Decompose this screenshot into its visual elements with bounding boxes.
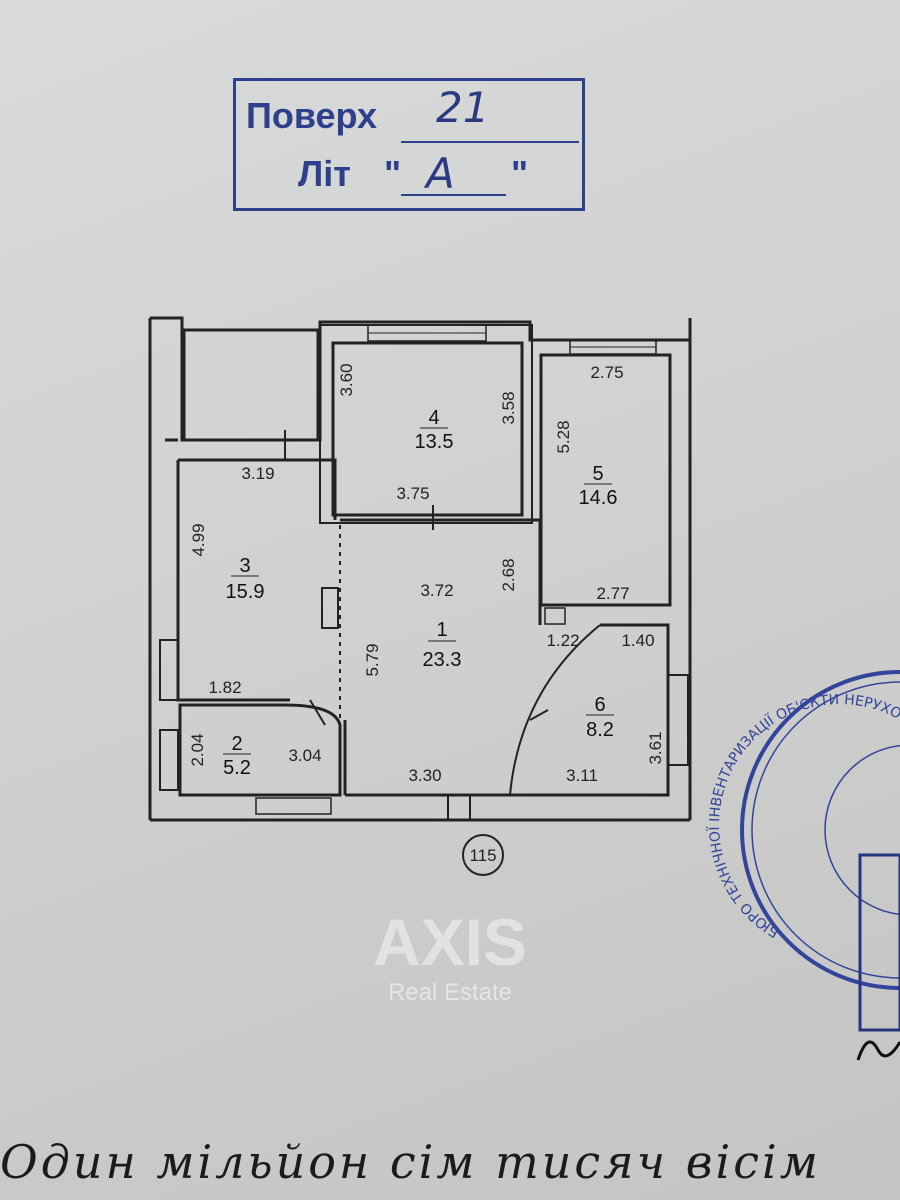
room-3-number: 3	[239, 555, 250, 577]
seal-text: БЮРО ТЕХНІЧНОЇ ІНВЕНТАРИЗАЦІЇ ОБ'ЄКТИ НЕ…	[0, 0, 900, 940]
seal-outer-ring	[740, 670, 900, 990]
dim: 2.68	[499, 558, 518, 591]
room-1-area: 23.3	[423, 649, 462, 671]
dimensions: 3.60 3.58 2.75 5.28 3.19 3.75 4.99 3.72 …	[188, 363, 665, 785]
dim: 2.75	[590, 363, 623, 382]
letter-label: Літ	[298, 153, 351, 194]
dim: 1.40	[621, 631, 654, 650]
room-4-number: 4	[428, 407, 439, 429]
dim: 4.99	[189, 523, 208, 556]
room-2-area: 5.2	[223, 757, 251, 779]
dim: 2.77	[596, 584, 629, 603]
dim: 3.19	[241, 464, 274, 483]
floor-value: 21	[436, 83, 490, 132]
dim: 3.58	[499, 391, 518, 424]
room-2-number: 2	[231, 733, 242, 755]
room-labels: 4 13.5 5 14.6 3 15.9 1 23.3 6 8.2 2 5.2	[223, 407, 617, 779]
dim: 3.72	[420, 581, 453, 600]
room-5-number: 5	[592, 463, 603, 485]
dim: 3.11	[566, 766, 598, 785]
watermark-brand: AXIS	[373, 905, 527, 979]
official-seal: БЮРО ТЕХНІЧНОЇ ІНВЕНТАРИЗАЦІЇ ОБ'ЄКТИ НЕ…	[0, 0, 900, 1061]
watermark-sub: Real Estate	[388, 979, 512, 1006]
quote-close: "	[511, 153, 529, 194]
handwritten-amount: Один мільйон сім тисяч вісім	[0, 1135, 821, 1189]
quote-open: "	[384, 153, 402, 194]
dim: 3.60	[337, 363, 356, 396]
dim: 2.04	[188, 733, 207, 766]
floor-underline	[401, 141, 579, 143]
room-6-number: 6	[594, 694, 605, 716]
letter-value: А	[426, 149, 455, 198]
dim: 5.28	[554, 420, 573, 453]
letter-underline	[401, 194, 506, 196]
dim: 3.61	[646, 731, 665, 764]
dim: 5.79	[363, 643, 382, 676]
dim: 3.30	[408, 766, 441, 785]
room-4-area: 13.5	[415, 431, 454, 453]
floor-stamp: Поверх 21 Літ " А "	[233, 78, 585, 211]
floor-label: Поверх	[246, 95, 378, 136]
dim: 1.22	[546, 631, 579, 650]
room-6-area: 8.2	[586, 719, 614, 741]
room-3-area: 15.9	[226, 581, 265, 603]
dim: 3.75	[396, 484, 429, 503]
dim: 3.04	[288, 746, 321, 765]
dim: 1.82	[208, 678, 241, 697]
room-5-area: 14.6	[579, 487, 618, 509]
room-1-number: 1	[436, 619, 447, 641]
apartment-number-circle	[462, 834, 504, 876]
walls	[148, 316, 692, 822]
apartment-number: 115	[469, 846, 496, 865]
